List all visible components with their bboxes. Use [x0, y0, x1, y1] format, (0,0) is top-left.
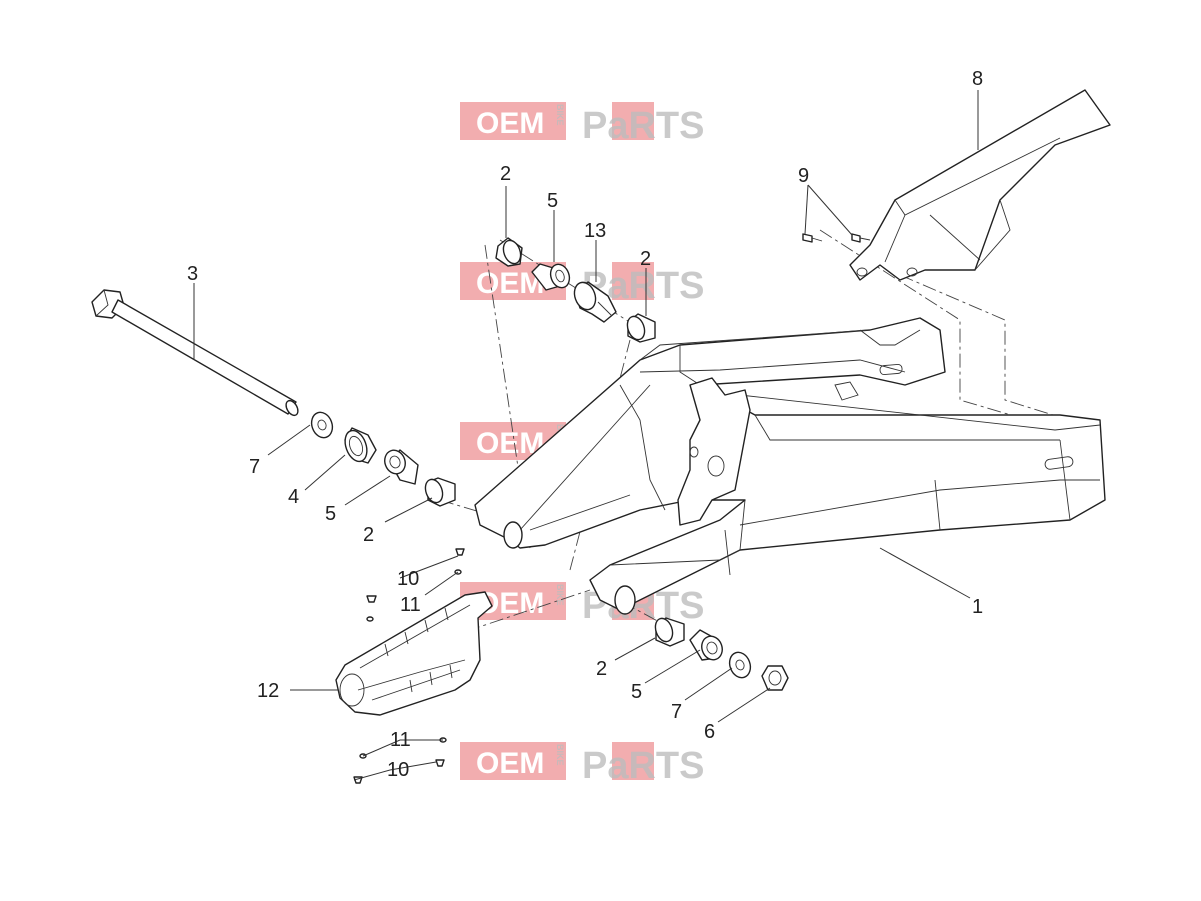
callout-9: 9: [798, 165, 809, 187]
callout-13: 13: [584, 220, 606, 242]
callout-7-lower-right: 7: [671, 701, 682, 723]
watermark-right-text: PaRTS: [582, 105, 704, 147]
axle: [91, 289, 299, 417]
pivot-sleeve: [573, 281, 617, 323]
callout-2-lower-right: 2: [596, 658, 607, 680]
callout-2-top-right: 2: [640, 248, 651, 270]
watermark-right-text: PaRTS: [582, 745, 704, 787]
bearing-lower-right: [654, 617, 685, 647]
watermark-left-text: OEM: [476, 107, 544, 140]
chain-slider: [335, 591, 493, 716]
callout-4: 4: [288, 486, 299, 508]
callout-11-top: 11: [400, 594, 421, 616]
bearing-top-1: [495, 237, 523, 267]
callout-3: 3: [187, 263, 198, 285]
chain-guard-screws: [802, 233, 871, 243]
callout-12: 12: [257, 680, 279, 702]
spacer-lower-right: [689, 629, 723, 661]
callout-1: 1: [972, 596, 983, 618]
flanged-bushing: [344, 427, 377, 464]
callouts: 1 2 2 2 2 3 4 5 5 5 6 7 7 8 9 10 10 11 1…: [187, 68, 983, 781]
callout-5-top: 5: [547, 190, 558, 212]
washer-left: [310, 411, 334, 439]
axle-nut: [761, 665, 789, 691]
callout-10-bottom: 10: [387, 759, 409, 781]
callout-10-top: 10: [397, 568, 419, 590]
callout-7-left: 7: [249, 456, 260, 478]
watermark-vertical-text: BIKE: [555, 584, 565, 606]
watermark-left-text: OEM: [476, 747, 544, 780]
leader-lines: [193, 90, 979, 781]
spacer-top: [531, 263, 571, 291]
washer-right: [728, 651, 752, 679]
callout-8: 8: [972, 68, 983, 90]
bearing-left: [424, 477, 456, 507]
swingarm: [474, 317, 1106, 615]
callout-5-left: 5: [325, 503, 336, 525]
callout-2-top-left: 2: [500, 163, 511, 185]
spacer-left: [384, 449, 419, 485]
watermark-vertical-text: BIKE: [555, 104, 565, 126]
bearing-top-2: [626, 313, 656, 343]
callout-11-bottom: 11: [390, 729, 411, 751]
watermark-vertical-text: BIKE: [555, 744, 565, 766]
callout-5-lower-right: 5: [631, 681, 642, 703]
callout-2-left: 2: [363, 524, 374, 546]
chain-guard: [849, 89, 1111, 281]
callout-6: 6: [704, 721, 715, 743]
